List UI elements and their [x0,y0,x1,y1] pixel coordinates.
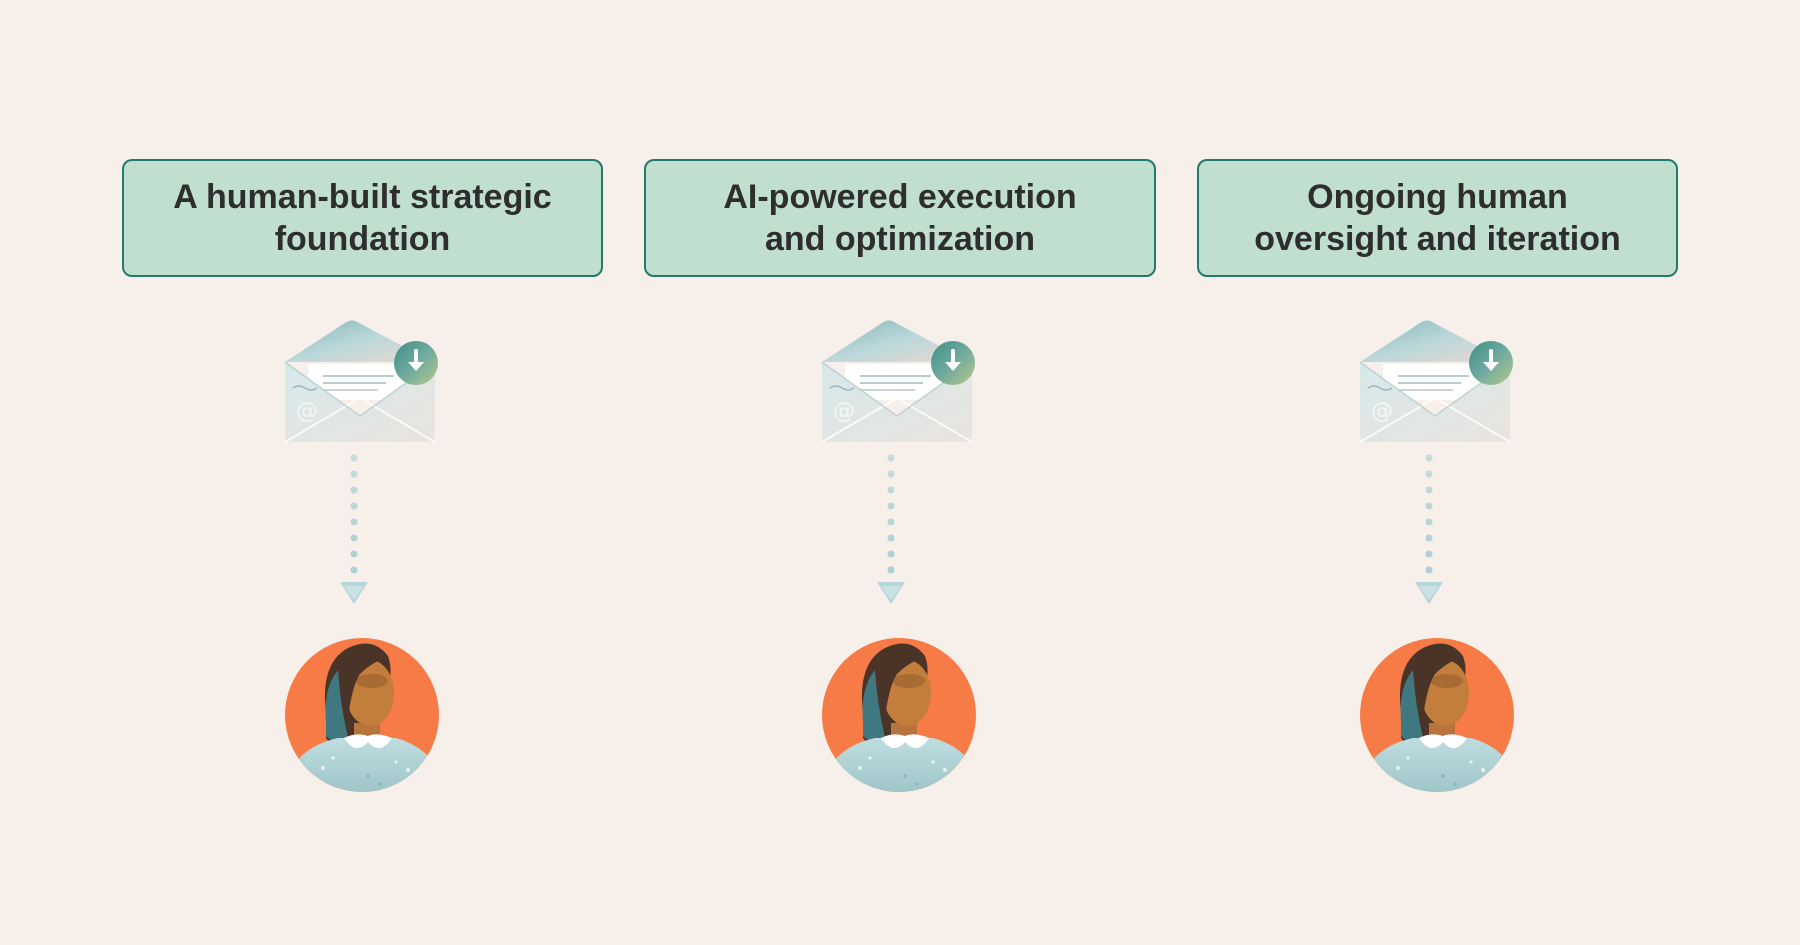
email-envelope-icon: @ [284,320,436,443]
dotted-arrow-down-icon [1415,454,1443,604]
step-2-label-box: AI-powered execution and optimization [644,159,1156,277]
download-badge-icon [1469,341,1513,385]
step-1-label: A human-built strategic foundation [173,178,552,258]
step-3-label: Ongoing human oversight and iteration [1254,178,1621,258]
email-envelope-icon: @ [1359,320,1511,443]
person-avatar-icon [822,638,976,792]
step-3-label-box: Ongoing human oversight and iteration [1197,159,1678,277]
svg-text:@: @ [833,399,855,424]
step-1-graphic: @ [268,318,458,798]
svg-text:@: @ [296,399,318,424]
svg-text:@: @ [1371,399,1393,424]
person-avatar-icon [285,638,439,792]
download-badge-icon [931,341,975,385]
email-envelope-icon: @ [821,320,973,443]
step-2-label: AI-powered execution and optimization [723,178,1077,258]
dotted-arrow-down-icon [877,454,905,604]
person-avatar-icon [1360,638,1514,792]
dotted-arrow-down-icon [340,454,368,604]
step-3-graphic: @ [1343,318,1533,798]
download-badge-icon [394,341,438,385]
step-2-graphic: @ [805,318,995,798]
step-1-label-box: A human-built strategic foundation [122,159,603,277]
